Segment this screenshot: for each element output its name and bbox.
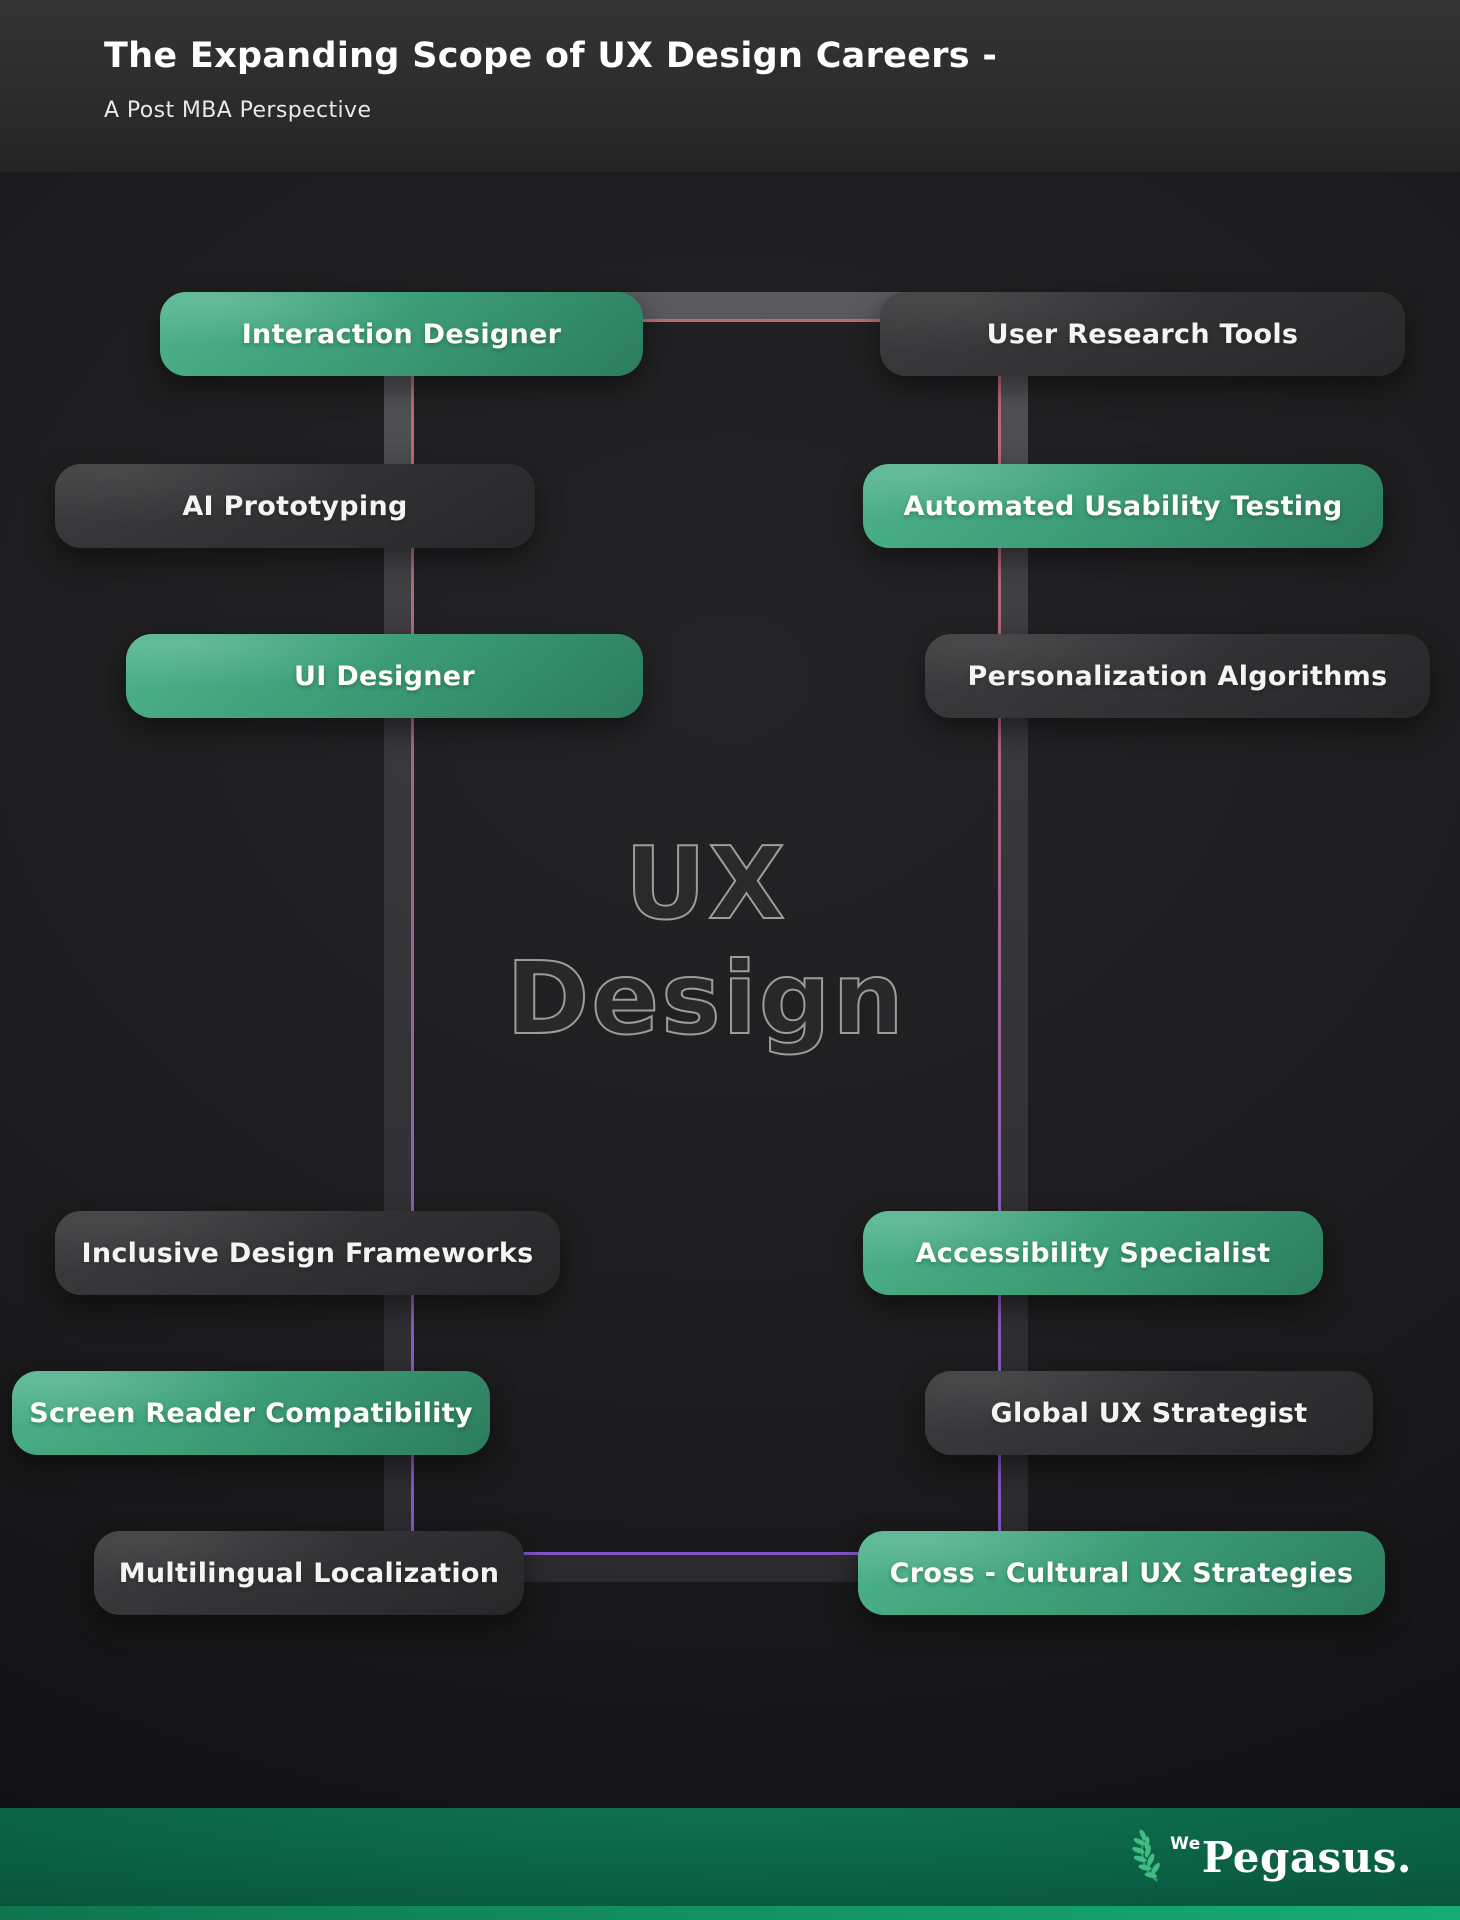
pill-label: Multilingual Localization [118,1557,500,1589]
laurel-branch-icon [1124,1828,1166,1886]
pill-label: Interaction Designer [241,318,562,350]
pill-automated-usability-testing: Automated Usability Testing [863,464,1383,548]
pill-ui-designer: UI Designer [126,634,643,718]
header: The Expanding Scope of UX Design Careers… [0,0,1460,172]
pill-label: Screen Reader Compatibility [29,1397,473,1429]
center-watermark: UX Design [384,825,1028,1057]
footer-bar: We Pegasus. [0,1808,1460,1920]
pill-label: Cross - Cultural UX Strategies [889,1557,1354,1589]
pill-user-research-tools: User Research Tools [880,292,1405,376]
brand-logo: We Pegasus. [1124,1808,1412,1906]
pill-label: UI Designer [294,660,475,692]
pill-multilingual-localization: Multilingual Localization [94,1531,524,1615]
pill-label: Global UX Strategist [990,1397,1308,1429]
pill-label: AI Prototyping [182,490,408,522]
pill-label: User Research Tools [986,318,1299,350]
pill-label: Automated Usability Testing [903,490,1343,522]
pill-global-ux-strategist: Global UX Strategist [925,1371,1373,1455]
pill-ai-prototyping: AI Prototyping [55,464,535,548]
pill-personalization-algorithms: Personalization Algorithms [925,634,1430,718]
pill-label: Accessibility Specialist [915,1237,1271,1269]
brand-name: Pegasus. [1201,1832,1412,1882]
watermark-line1: UX [624,825,788,942]
footer-bottom-strip [0,1906,1460,1920]
pill-label: Personalization Algorithms [967,660,1388,692]
pill-interaction-designer: Interaction Designer [160,292,643,376]
pill-label: Inclusive Design Frameworks [81,1237,534,1269]
page-subtitle: A Post MBA Perspective [104,98,372,123]
pill-cross-cultural-ux-strategies: Cross - Cultural UX Strategies [858,1531,1385,1615]
brand-prefix: We [1170,1834,1201,1854]
watermark-line2: Design [505,940,906,1057]
pill-screen-reader-compatibility: Screen Reader Compatibility [12,1371,490,1455]
pill-inclusive-design-frameworks: Inclusive Design Frameworks [55,1211,560,1295]
pill-accessibility-specialist: Accessibility Specialist [863,1211,1323,1295]
page-title: The Expanding Scope of UX Design Careers… [104,36,998,76]
